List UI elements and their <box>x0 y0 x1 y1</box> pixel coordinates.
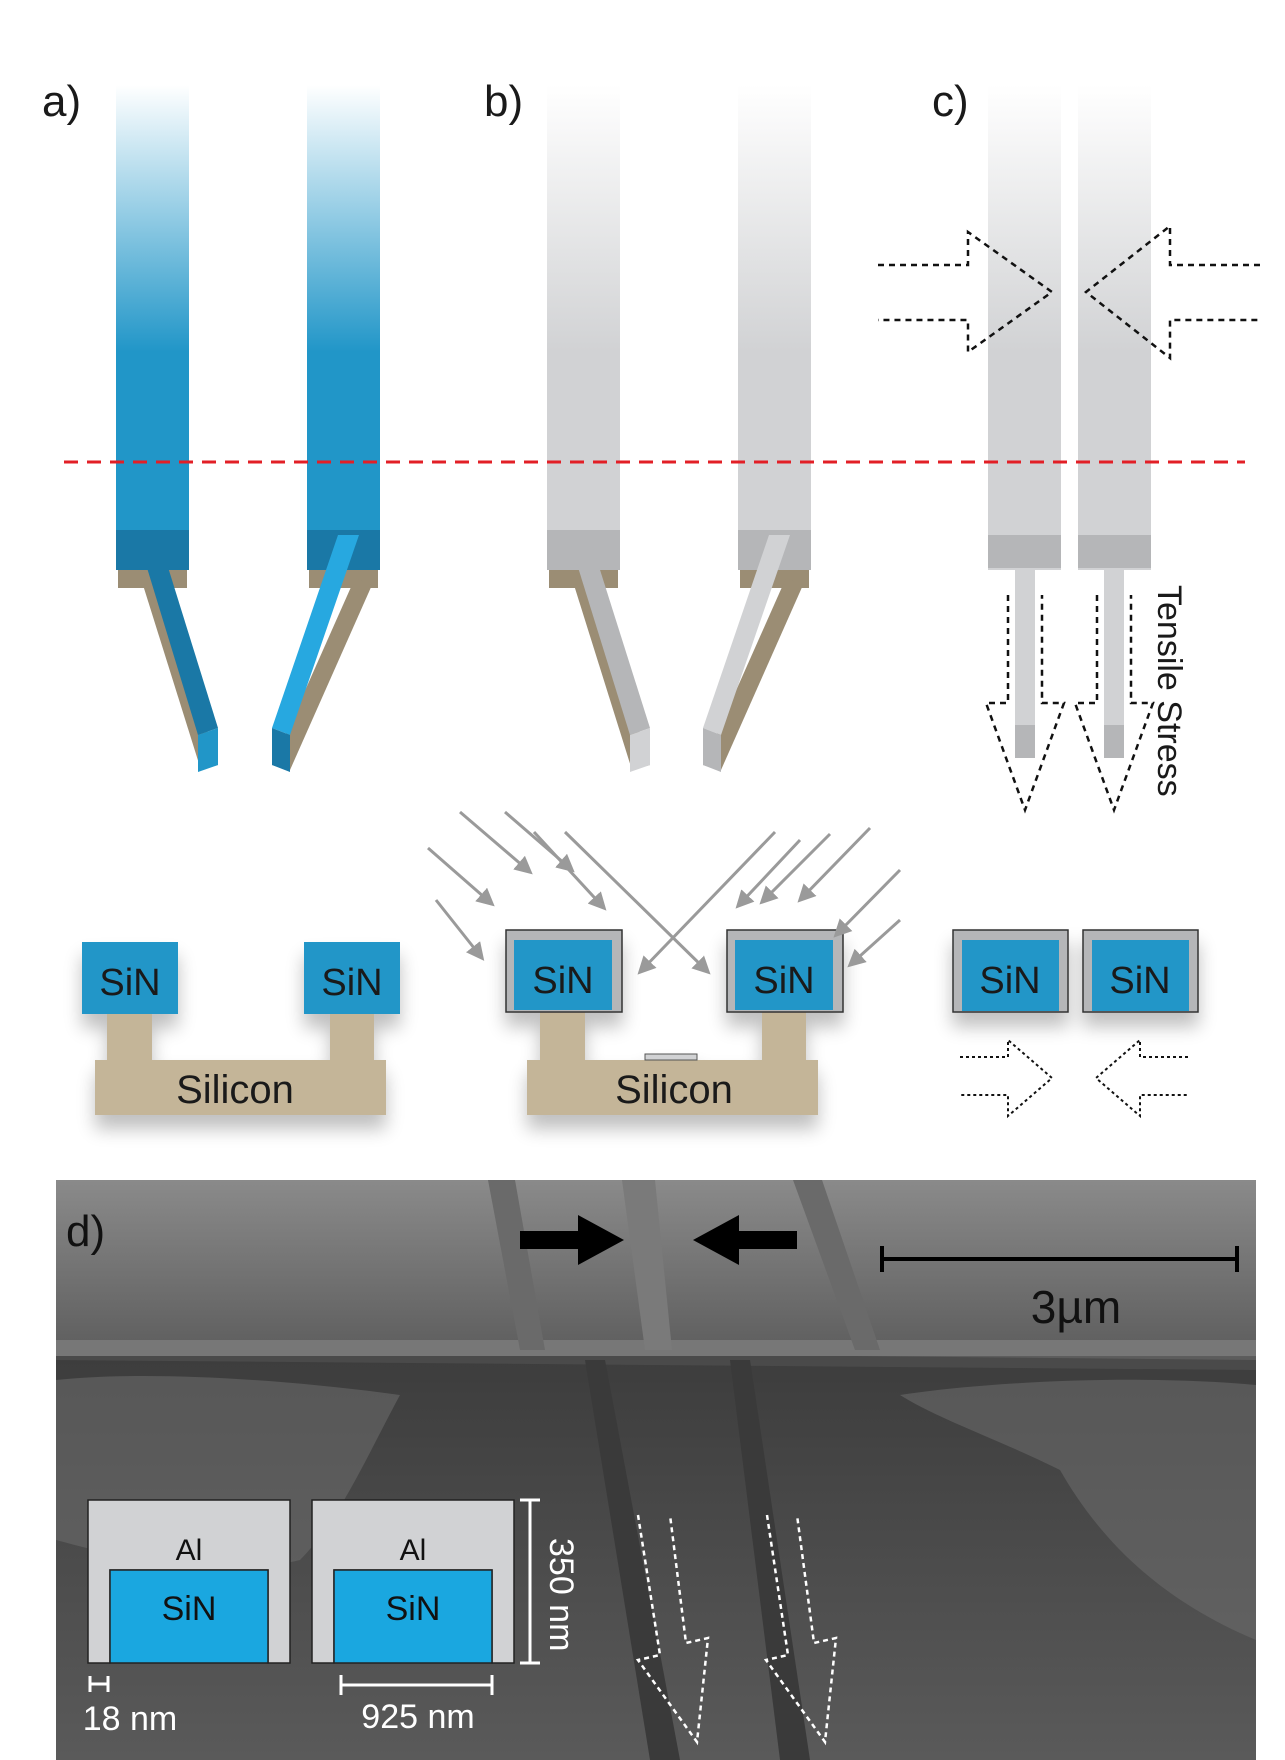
beam-c-left <box>988 85 1061 570</box>
sin-label-b-left: SiN <box>532 960 593 1002</box>
panel-c-beams: Tensile Stress <box>878 85 1260 814</box>
beam-c-right-tip <box>1104 725 1124 758</box>
arm-a-right-face <box>272 728 290 772</box>
beam-a-left <box>116 85 189 570</box>
deposition-arrow <box>427 846 495 907</box>
beam-c-left-base <box>988 535 1061 568</box>
dim-height-label: 350 nm <box>542 1538 580 1651</box>
beam-b-left <box>547 85 620 570</box>
compression-arrow-black-right <box>693 1215 797 1265</box>
beam-c-right-base <box>1078 535 1151 568</box>
inset-sin-label-left: SiN <box>162 1590 217 1628</box>
sin-label-c-left: SiN <box>979 960 1040 1002</box>
al-deposit-b-floor <box>644 1053 698 1061</box>
sem-beam-3 <box>793 1180 880 1350</box>
sin-block-b-left <box>514 940 612 1010</box>
beam-c-right <box>1078 85 1151 570</box>
arm-a-left <box>137 535 218 735</box>
inset-sin-right <box>333 1569 493 1664</box>
silicon-substrate-a <box>95 1012 386 1115</box>
arm-b-right <box>703 535 790 735</box>
sem-tensile-arrow-right <box>763 1514 838 1746</box>
sem-beam-lower-1 <box>585 1360 680 1760</box>
dim-width-marker <box>339 1675 494 1695</box>
compress-arrow-left <box>878 229 1055 355</box>
dim-thickness-marker <box>88 1676 110 1692</box>
arm-b-left-face <box>630 728 650 772</box>
arm-b-left <box>568 535 650 735</box>
deposition-arrows <box>427 810 902 975</box>
sin-block-c-right <box>1092 940 1189 1011</box>
cross-section-b <box>505 929 844 1115</box>
panel-a-beams <box>116 85 380 772</box>
deposition-arrow <box>563 830 711 975</box>
tensile-arrow-left <box>984 595 1066 814</box>
compression-arrow-black-left <box>520 1215 624 1265</box>
deposition-arrow <box>532 830 607 911</box>
sin-block-a-left <box>82 942 178 1014</box>
inset-cross-section-left <box>87 1499 291 1664</box>
sem-beam-1 <box>488 1180 545 1350</box>
sin-block-b-right <box>735 940 833 1010</box>
scale-bar-label: 3µm <box>1031 1281 1121 1333</box>
silicon-label-a: Silicon <box>176 1068 294 1112</box>
beam-c-left-stem <box>1015 568 1035 758</box>
cross-section-a <box>82 942 400 1115</box>
sin-label-a-right: SiN <box>321 962 382 1004</box>
arm-b-right-face <box>703 728 721 772</box>
sin-label-b-right: SiN <box>753 960 814 1002</box>
inset-al-label-left: Al <box>176 1534 203 1567</box>
sem-beam-lower-2 <box>730 1360 810 1760</box>
scale-bar <box>880 1246 1239 1272</box>
silicon-label-b: Silicon <box>615 1068 733 1112</box>
beam-a-right <box>307 85 380 570</box>
sem-image <box>56 1180 1256 1760</box>
arm-a-left-face <box>198 728 218 772</box>
panel-label-a: a) <box>42 77 81 126</box>
beam-c-left-tip <box>1015 725 1035 758</box>
deposition-arrow <box>735 838 802 909</box>
tensile-stress-label: Tensile Stress <box>1150 585 1188 797</box>
panel-label-b: b) <box>484 77 523 126</box>
deposition-arrow <box>434 899 485 961</box>
dim-thickness-label: 18 nm <box>83 1700 178 1738</box>
deposition-arrow <box>833 868 902 938</box>
compress-arrow-small-right <box>1094 1037 1188 1119</box>
inset-sin-left <box>109 1569 269 1664</box>
inset-cross-section-right <box>311 1499 515 1664</box>
inset-sin-label-right: SiN <box>386 1590 441 1628</box>
arm-a-right-shadow <box>272 578 372 770</box>
sin-block-a-right <box>304 942 400 1014</box>
deposition-arrow <box>759 832 832 905</box>
sin-block-c-left <box>962 940 1059 1011</box>
beam-b-right <box>738 85 811 570</box>
arm-a-right <box>272 535 359 735</box>
sem-tensile-arrow-left <box>635 1514 710 1746</box>
sin-label-a-left: SiN <box>99 962 160 1004</box>
silicon-substrate-b <box>527 1012 818 1115</box>
panel-b-beams <box>547 85 811 772</box>
deposition-arrow <box>797 826 872 903</box>
sin-label-c-right: SiN <box>1109 960 1170 1002</box>
dim-width-label: 925 nm <box>361 1698 474 1736</box>
tensile-arrow-right <box>1073 595 1155 814</box>
cross-section-c <box>952 929 1199 1013</box>
deposition-arrow <box>847 918 902 968</box>
dim-height-marker <box>520 1498 540 1665</box>
inset-al-label-right: Al <box>400 1534 427 1567</box>
panel-label-d: d) <box>66 1207 105 1256</box>
deposition-arrow <box>459 810 533 875</box>
beam-c-right-stem <box>1104 568 1124 758</box>
sem-etch-right <box>900 1379 1256 1640</box>
compress-arrow-right <box>1083 223 1260 361</box>
deposition-arrow <box>637 830 777 975</box>
compress-arrow-small-left <box>960 1037 1054 1119</box>
arm-b-right-shadow <box>703 578 803 770</box>
sem-beam-2 <box>622 1180 672 1350</box>
panel-label-c: c) <box>932 77 969 126</box>
